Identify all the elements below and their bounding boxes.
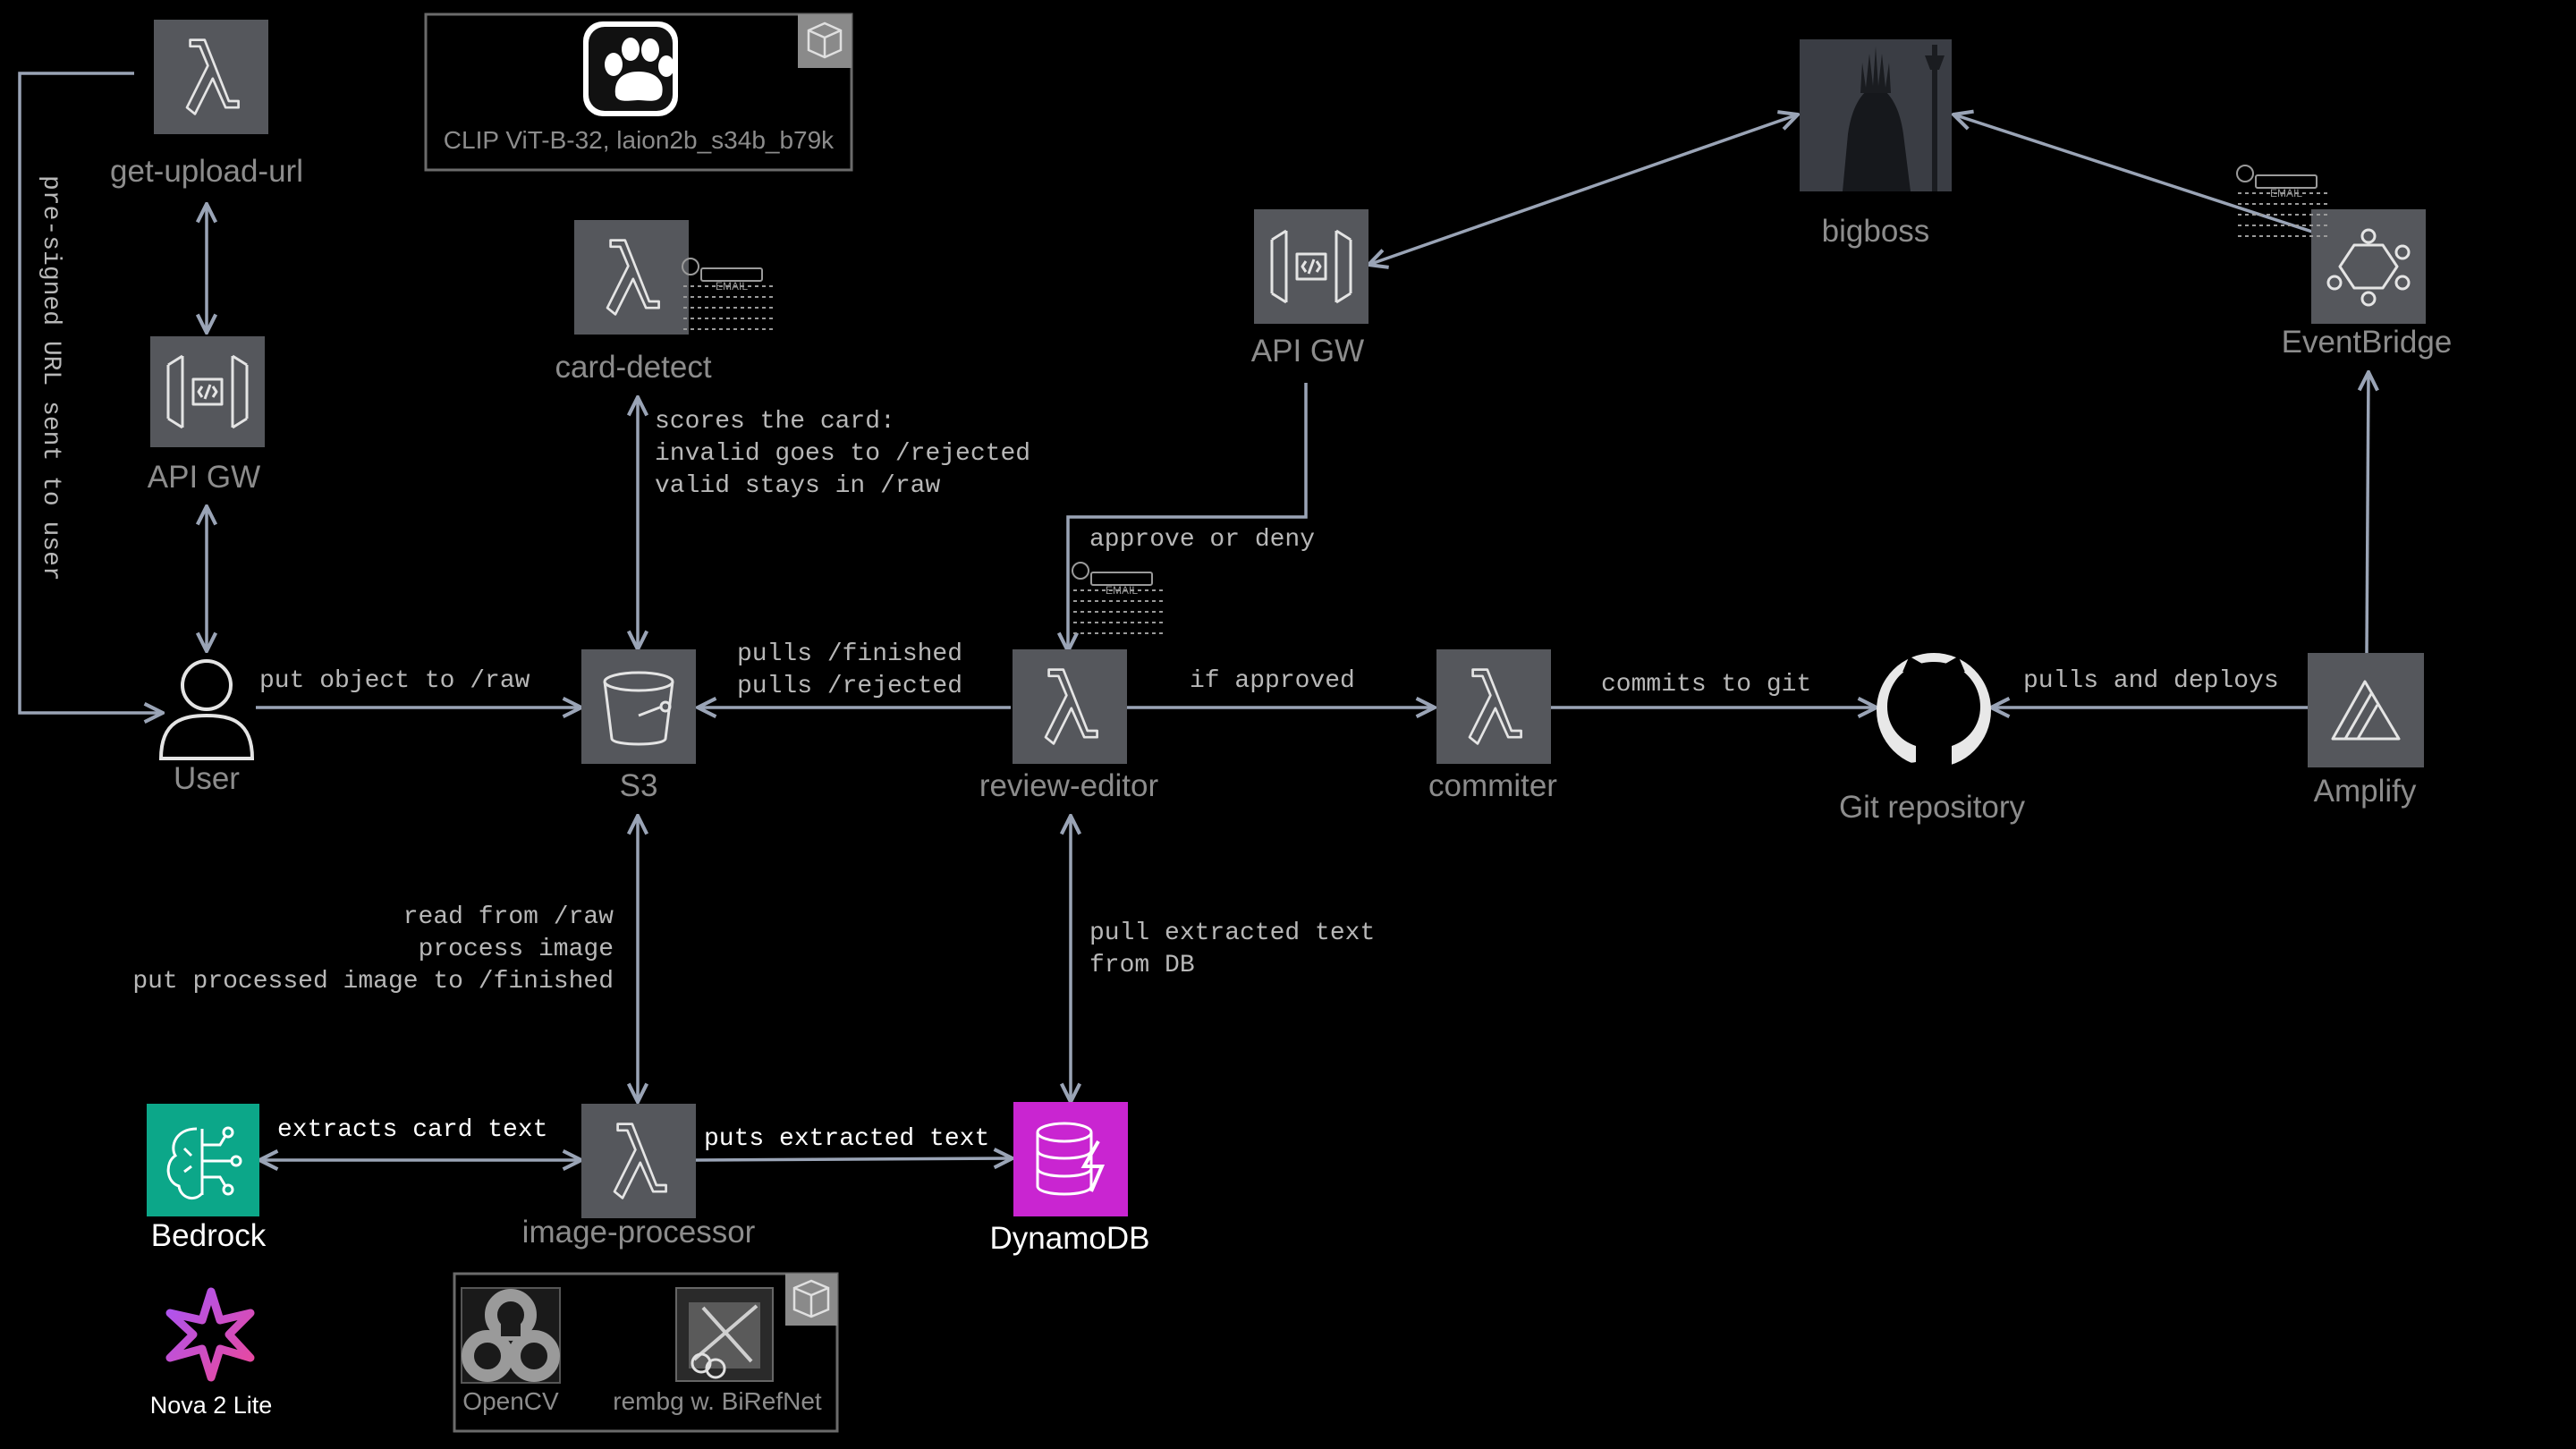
label-read-2: process image	[419, 936, 614, 963]
image-libs-container: OpenCV rembg w. BiRefNet	[453, 1272, 839, 1433]
node-review-editor[interactable]: EMAIL review-editor	[979, 562, 1164, 803]
label-pull-text-1: pull extracted text	[1089, 919, 1375, 947]
edge-presigned-url	[18, 72, 163, 713]
label-approve: approve or deny	[1089, 526, 1315, 554]
edges	[18, 72, 2368, 1160]
email-badge-label: EMAIL	[1106, 584, 1138, 597]
email-badge-label: EMAIL	[2270, 187, 2302, 199]
s3-label: S3	[620, 768, 658, 803]
bedrock-label: Bedrock	[151, 1218, 267, 1253]
api-gw-right-label: API GW	[1251, 334, 1364, 369]
node-dynamodb[interactable]: DynamoDB	[990, 1102, 1150, 1256]
nova-star-icon	[165, 1287, 255, 1382]
image-processor-label: image-processor	[522, 1215, 756, 1250]
label-pulls-1: pulls /finished	[737, 640, 962, 668]
label-if-approved: if approved	[1190, 667, 1355, 695]
label-scores-1: scores the card:	[655, 408, 895, 436]
nova-label: Nova 2 Lite	[150, 1392, 273, 1419]
node-s3[interactable]: S3	[581, 649, 696, 803]
label-pulls-deploys: pulls and deploys	[2023, 667, 2279, 695]
email-icon	[1072, 562, 1164, 634]
label-pulls-2: pulls /rejected	[737, 673, 962, 700]
label-puts-text: puts extracted text	[704, 1125, 989, 1153]
dynamodb-icon	[1036, 1122, 1106, 1196]
api-gw-left-label: API GW	[148, 460, 260, 495]
github-icon	[1877, 653, 1991, 768]
eventbridge-icon	[2326, 228, 2411, 307]
edge-bigboss-apigw	[1368, 114, 1798, 265]
label-scores-3: valid stays in /raw	[655, 472, 940, 500]
label-commits: commits to git	[1601, 671, 1811, 699]
amplify-label: Amplify	[2314, 774, 2417, 809]
node-nova[interactable]: Nova 2 Lite	[150, 1287, 273, 1419]
amplify-icon	[2331, 680, 2401, 741]
node-api-gw-left[interactable]: API GW	[148, 336, 265, 495]
clip-model-container: CLIP ViT-B-32, laion2b_s34b_b79k	[424, 13, 853, 172]
email-icon	[682, 258, 774, 330]
node-git-repository[interactable]: Git repository	[1839, 653, 2026, 825]
bigboss-label: bigboss	[1822, 214, 1930, 249]
user-icon	[158, 659, 255, 760]
label-put-object: put object to /raw	[259, 667, 530, 695]
review-editor-label: review-editor	[979, 768, 1159, 803]
clip-model-label: CLIP ViT-B-32, laion2b_s34b_b79k	[444, 126, 835, 154]
edge-amplify-eventbridge	[2367, 372, 2368, 654]
edge-imageprocessor-dynamodb	[695, 1158, 1013, 1160]
git-repository-label: Git repository	[1839, 790, 2026, 825]
eventbridge-label: EventBridge	[2282, 325, 2453, 360]
label-extracts: extracts card text	[277, 1116, 547, 1144]
node-bedrock[interactable]: Bedrock	[147, 1104, 267, 1253]
label-scores-2: invalid goes to /rejected	[655, 440, 1030, 468]
edge-eventbridge-bigboss	[1953, 114, 2316, 234]
email-badge-label: EMAIL	[716, 280, 748, 292]
edge-labels: pre-signed URL sent to user put object t…	[37, 175, 2279, 1153]
node-image-processor[interactable]: image-processor	[522, 1104, 756, 1250]
node-commiter[interactable]: commiter	[1428, 649, 1557, 803]
opencv-label: OpenCV	[462, 1387, 559, 1415]
opencv-icon	[461, 1287, 561, 1384]
label-read-1: read from /raw	[403, 903, 614, 931]
node-bigboss[interactable]: bigboss	[1800, 39, 1952, 249]
node-eventbridge[interactable]: EMAIL EventBridge	[2236, 165, 2453, 360]
label-presigned: pre-signed URL sent to user	[37, 175, 64, 581]
dynamodb-label: DynamoDB	[990, 1221, 1150, 1256]
get-upload-url-label: get-upload-url	[110, 154, 303, 189]
node-card-detect[interactable]: EMAIL card-detect	[555, 220, 774, 385]
label-read-3: put processed image to /finished	[132, 968, 614, 996]
bedrock-brain-icon	[166, 1126, 242, 1200]
node-amplify[interactable]: Amplify	[2308, 653, 2424, 809]
node-user[interactable]: User	[158, 659, 255, 796]
commiter-label: commiter	[1428, 768, 1557, 803]
rembg-scissors-icon	[675, 1287, 774, 1382]
node-get-upload-url[interactable]: get-upload-url	[110, 20, 303, 189]
helmet-figure-icon	[1843, 45, 1945, 191]
user-label: User	[174, 761, 240, 796]
label-pull-text-2: from DB	[1089, 952, 1195, 979]
node-api-gw-right[interactable]: API GW	[1251, 209, 1368, 369]
card-detect-label: card-detect	[555, 350, 711, 385]
edge-apigw-review	[1068, 383, 1308, 651]
bucket-icon	[603, 671, 674, 746]
rembg-label: rembg w. BiRefNet	[613, 1387, 822, 1415]
